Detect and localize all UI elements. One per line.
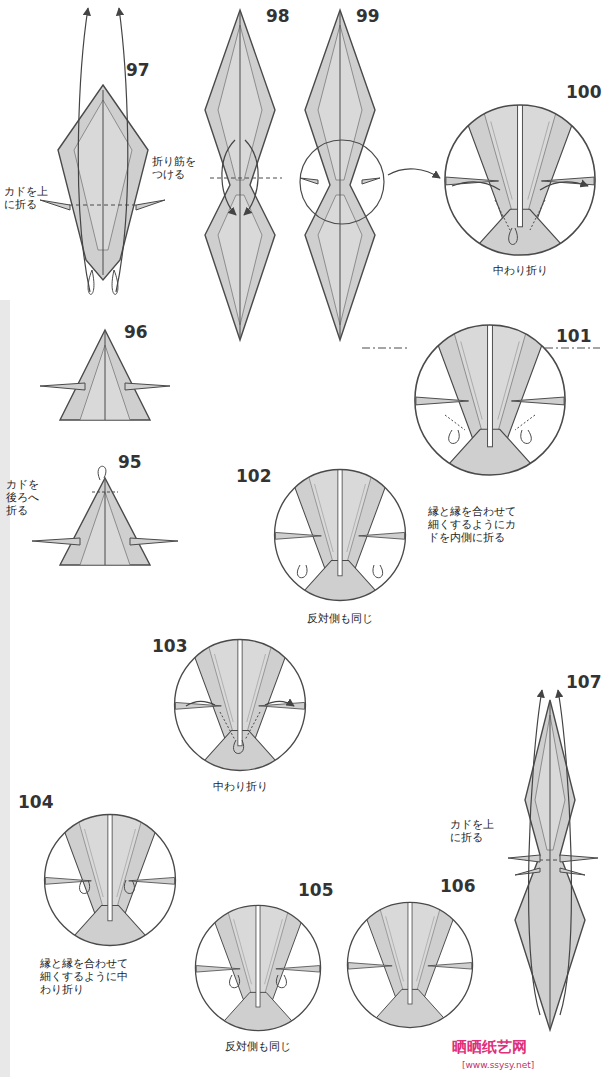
watermark: [www.ssysy.net] — [462, 1060, 534, 1071]
step-number: 101 — [556, 326, 592, 346]
center-line — [105, 480, 106, 565]
fold-line — [62, 205, 144, 206]
center-line — [550, 702, 551, 1028]
model-outline — [60, 478, 150, 565]
step-105-zoom — [193, 903, 323, 1033]
step-number: 96 — [124, 322, 148, 342]
step-104-zoom — [42, 812, 178, 948]
fold-loop — [449, 430, 532, 444]
step-96-figure — [40, 330, 170, 420]
fold-instruction: カドを上に折る — [450, 818, 500, 844]
side-spikes — [40, 383, 170, 390]
repeat-note: 反対側も同じ — [300, 612, 380, 625]
fold-arrow — [78, 8, 90, 292]
model-outline — [60, 330, 150, 420]
watermark: 晒晒纸艺网 — [452, 1038, 527, 1056]
zoom-arrow — [388, 169, 440, 178]
fold-instruction: 縁と縁を合わせて細くするように中わり折り — [40, 957, 134, 997]
step-97-figure — [40, 8, 165, 294]
step-number: 98 — [266, 6, 290, 26]
step-number: 102 — [236, 466, 272, 486]
fold-arrow — [244, 140, 258, 215]
side-spikes — [300, 178, 380, 184]
fold-loop — [509, 228, 518, 245]
step-95-figure — [32, 466, 178, 565]
fold-instruction: 中わり折り — [480, 264, 560, 277]
step-99-figure — [300, 10, 440, 340]
center-line — [340, 12, 341, 338]
step-100-zoom — [442, 102, 598, 258]
fold-loop — [297, 565, 382, 578]
repeat-note: 反対側も同じ — [218, 1040, 298, 1053]
page-edge-shade — [0, 300, 10, 1077]
side-spikes — [32, 538, 178, 545]
side-spikes — [508, 855, 598, 875]
fold-instruction: 折り筋をつける — [152, 155, 204, 181]
step-number: 103 — [152, 636, 188, 656]
model-outline — [305, 10, 375, 340]
step-107-figure — [508, 690, 598, 1030]
fold-instruction: カドを上に折る — [4, 185, 54, 211]
step-103-zoom — [172, 637, 308, 773]
fold-loop — [98, 466, 106, 480]
center-line — [105, 332, 106, 420]
step-number: 95 — [118, 452, 142, 472]
model-outline — [515, 700, 585, 1030]
model-outline — [58, 85, 148, 280]
fold-loop — [234, 740, 244, 754]
side-spikes — [40, 200, 165, 210]
reference-line — [362, 348, 600, 349]
fold-loops — [88, 270, 118, 294]
fold-arrow — [529, 690, 542, 1015]
fold-instruction: 中わり折り — [200, 780, 280, 793]
step-number: 105 — [298, 880, 334, 900]
center-line — [103, 90, 104, 275]
fold-instruction: カドを後ろへ折る — [6, 478, 44, 518]
zoom-circle — [300, 140, 384, 224]
fold-arrow — [186, 701, 294, 706]
step-number: 106 — [440, 876, 476, 896]
fold-line — [210, 178, 282, 179]
step-102-zoom — [272, 467, 408, 603]
center-line — [240, 12, 241, 338]
step-98-figure — [205, 10, 282, 340]
step-number: 104 — [18, 792, 54, 812]
step-number: 97 — [126, 60, 150, 80]
step-number: 107 — [566, 672, 602, 692]
step-number: 99 — [356, 6, 380, 26]
fold-arrow — [116, 8, 128, 292]
fold-loop — [230, 975, 287, 988]
fold-line — [445, 415, 535, 430]
fold-line — [495, 200, 545, 230]
fold-arrow — [222, 140, 236, 215]
step-101-zoom — [412, 322, 568, 478]
step-106-zoom — [345, 900, 475, 1030]
fold-loop — [80, 880, 135, 894]
fold-arrow — [558, 690, 571, 1015]
fold-instruction: 縁と縁を合わせて細くするようにカドを内側に折る — [428, 505, 522, 545]
fold-arrow — [452, 182, 588, 190]
step-number: 100 — [566, 82, 602, 102]
model-outline — [205, 10, 275, 340]
fold-line — [220, 712, 260, 740]
fold-line — [92, 492, 118, 493]
